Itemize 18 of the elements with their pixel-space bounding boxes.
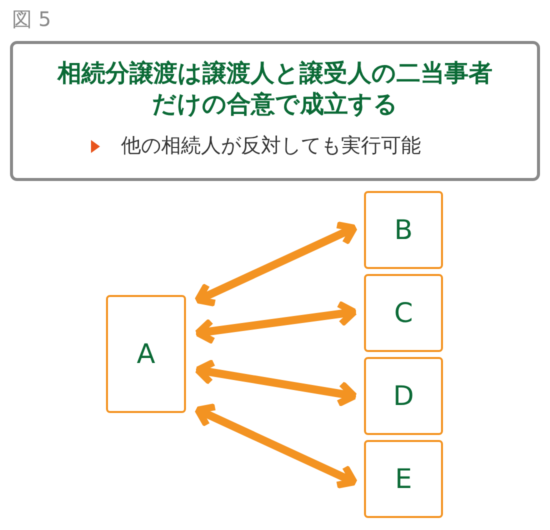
party-name: E	[394, 464, 412, 494]
double-arrow	[194, 221, 358, 307]
double-arrow	[194, 358, 358, 408]
party-box	[364, 191, 443, 269]
party-box	[364, 357, 443, 435]
party-name: B	[394, 214, 413, 246]
heading: 相続分譲渡は譲渡人と譲受人の二当事者だけの合意で成立する	[56, 58, 494, 120]
party-name: D	[393, 380, 414, 412]
party-box	[364, 440, 443, 518]
party-name: C	[394, 298, 413, 328]
party-name: A	[136, 338, 156, 370]
party-box	[106, 295, 186, 413]
figure-number: 図 5	[12, 6, 52, 33]
summary-panel	[10, 41, 540, 181]
double-arrow	[194, 403, 358, 489]
double-arrow	[194, 300, 358, 345]
party-box	[364, 274, 443, 352]
bullet-text: 他の相続人が反対しても実行可能	[121, 132, 421, 158]
